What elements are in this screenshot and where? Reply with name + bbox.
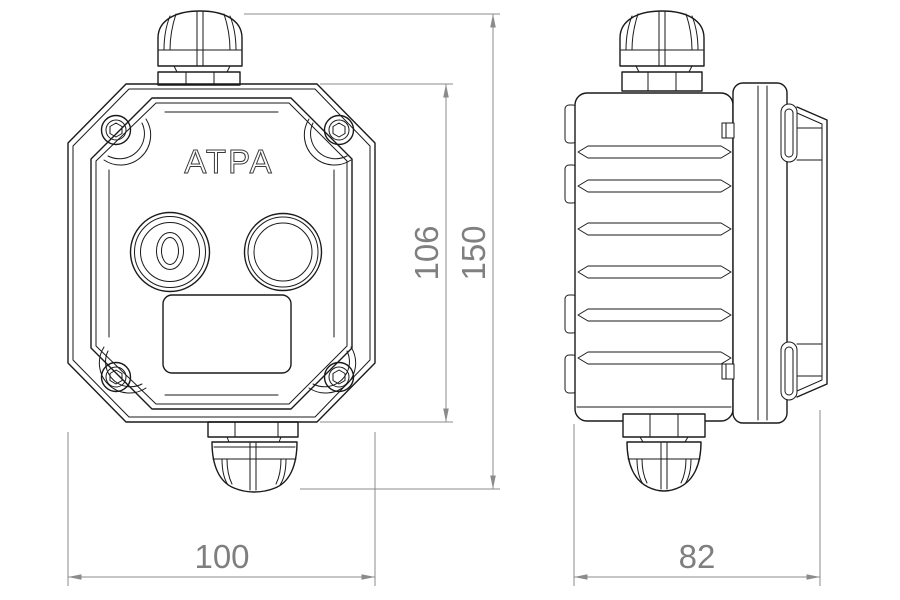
front-lid-outline — [90, 97, 353, 410]
cable-gland-top-front — [157, 10, 243, 86]
side-cover — [796, 106, 828, 398]
dim-label-82: 82 — [679, 538, 716, 575]
cable-gland-top-side — [619, 10, 705, 92]
cable-gland-bottom-front — [207, 421, 299, 493]
latch-top — [780, 103, 798, 163]
cable-gland-bottom-side — [622, 413, 706, 492]
lid-screws — [100, 114, 355, 393]
dimensions: 106 150 100 82 — [67, 13, 821, 586]
clip-tab-top — [721, 122, 735, 139]
side-lid-slab — [732, 82, 788, 424]
latch-bottom — [780, 341, 798, 401]
start-button — [243, 212, 323, 292]
front-view: ATPA — [67, 10, 376, 493]
dim-label-150: 150 — [455, 225, 492, 280]
label-plate — [162, 294, 292, 374]
side-view — [564, 10, 828, 492]
front-body-outline — [67, 83, 376, 423]
product-label: ATPA — [184, 143, 273, 180]
dim-label-106: 106 — [408, 225, 445, 280]
dimension-150: 150 — [455, 14, 496, 489]
dim-label-100: 100 — [194, 538, 249, 575]
side-body-outline — [574, 92, 734, 422]
stop-button — [129, 211, 211, 293]
corner-bosses — [98, 118, 357, 394]
dimension-100: 100 — [68, 538, 375, 580]
dimension-106: 106 — [408, 84, 449, 422]
clip-tab-bottom — [721, 363, 735, 380]
side-body-ribs — [576, 145, 732, 408]
dimension-82: 82 — [574, 538, 820, 580]
